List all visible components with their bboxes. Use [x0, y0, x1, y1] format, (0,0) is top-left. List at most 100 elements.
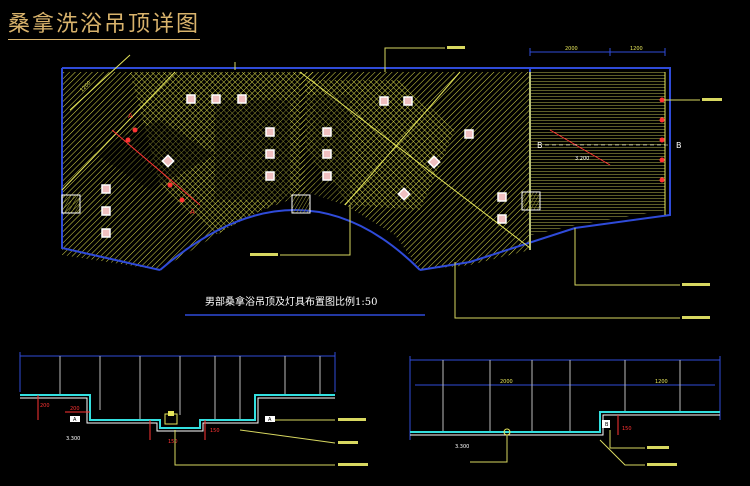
light-square [497, 214, 507, 224]
leader [574, 228, 680, 286]
dim-label: 1200 [655, 379, 668, 385]
leader [174, 430, 335, 466]
red-section-line [111, 129, 201, 206]
section-tag [70, 416, 80, 422]
hangers [442, 360, 681, 432]
light-diamond [397, 187, 411, 201]
spot-lights [125, 97, 665, 203]
column [291, 194, 311, 214]
dim-label: 2000 [500, 379, 513, 385]
spot-light [659, 97, 665, 103]
light-square [265, 171, 275, 181]
dim-label: 150 [210, 428, 220, 434]
section-tag-label: A [268, 417, 272, 423]
plan-caption: 男部桑拿浴吊顶及灯具布置图比例1:50 [205, 295, 377, 308]
section-a: A A 200 200 150 150 3.300 [19, 352, 368, 466]
section-tag-label: B [605, 422, 609, 428]
light-square [379, 96, 389, 106]
spot-light [659, 157, 665, 163]
red-section-line [549, 129, 611, 166]
leader-note [338, 441, 358, 444]
section-tag [602, 420, 610, 428]
dim-label: 2000 [565, 46, 578, 52]
leader-note [338, 418, 366, 421]
light-square [101, 228, 111, 238]
light-square [101, 206, 111, 216]
light-diamond [161, 154, 175, 168]
leader [454, 262, 680, 319]
square-lights-a [215, 100, 290, 200]
column [61, 194, 81, 214]
spot-light [659, 177, 665, 183]
dim-label: 200 [70, 406, 80, 412]
leader-notes [250, 46, 722, 319]
spot-light [125, 137, 131, 143]
diag-2 [299, 71, 531, 249]
leader-note [647, 446, 669, 449]
section-a-leaders [174, 419, 336, 466]
leader-note [682, 316, 710, 319]
ceiling-lights [101, 94, 507, 238]
spot-light [659, 137, 665, 143]
hatch-zone-left-center [130, 72, 300, 235]
plan-frame-right [419, 67, 671, 271]
spot-light [179, 197, 185, 203]
section-b-notes [647, 446, 677, 466]
light-square [403, 96, 413, 106]
leader-note [447, 46, 465, 49]
square-lights-b [305, 95, 350, 200]
section-marker-b: B [537, 141, 543, 150]
light-diamond [427, 155, 441, 169]
elevation-label: 3.300 [455, 444, 469, 450]
ceiling-plan: 2000 1200 1200 B B 3.200 A A 男部桑拿浴吊顶及灯具布… [61, 46, 722, 319]
hangers [59, 356, 321, 420]
diag-1 [61, 71, 176, 191]
spot-light [132, 127, 138, 133]
spot-light [659, 117, 665, 123]
dim-label: 200 [40, 403, 50, 409]
ceiling-profile [20, 394, 335, 429]
section-marker-a: A [190, 208, 195, 216]
leader [384, 47, 445, 72]
hatch-zone-center-diamond [305, 80, 455, 210]
leader [280, 205, 351, 256]
light-fixture-bulb [168, 411, 174, 416]
ceiling-profile-inner [20, 397, 335, 432]
leader-note [338, 463, 368, 466]
section-tag-label: A [73, 417, 77, 423]
light-square [497, 192, 507, 202]
light-square [265, 127, 275, 137]
light-square [322, 149, 332, 159]
section-tag [265, 416, 275, 422]
hatch-zone-right [530, 72, 665, 235]
leader-note [647, 463, 677, 466]
light-square [464, 129, 474, 139]
section-marker-b: B [676, 141, 682, 150]
section-b: 2000 1200 150 3.300 B [409, 356, 721, 466]
dim-label: 150 [622, 426, 632, 432]
section-b-leaders [470, 430, 645, 466]
leader [470, 435, 508, 463]
dim-line-diag [69, 54, 131, 111]
leader [239, 429, 336, 444]
plan-frame-left [61, 68, 161, 271]
dim-label: 150 [168, 439, 178, 445]
elevation-label: 3.300 [66, 436, 80, 442]
light-square [322, 127, 332, 137]
dim-label: 1200 [630, 46, 643, 52]
light-square [186, 94, 196, 104]
column [521, 191, 541, 211]
leader-lines [234, 47, 700, 319]
section-a-dims [37, 395, 206, 440]
page-title: 桑拿洗浴吊顶详图 [8, 6, 201, 40]
diag-3 [344, 71, 461, 206]
leader-note [250, 253, 278, 256]
section-a-notes [338, 418, 368, 466]
elevation-label: 3.200 [575, 156, 589, 162]
leader [609, 430, 645, 449]
light-square [101, 184, 111, 194]
light-square [265, 149, 275, 159]
ceiling-profile [410, 411, 720, 433]
light-square [237, 94, 247, 104]
